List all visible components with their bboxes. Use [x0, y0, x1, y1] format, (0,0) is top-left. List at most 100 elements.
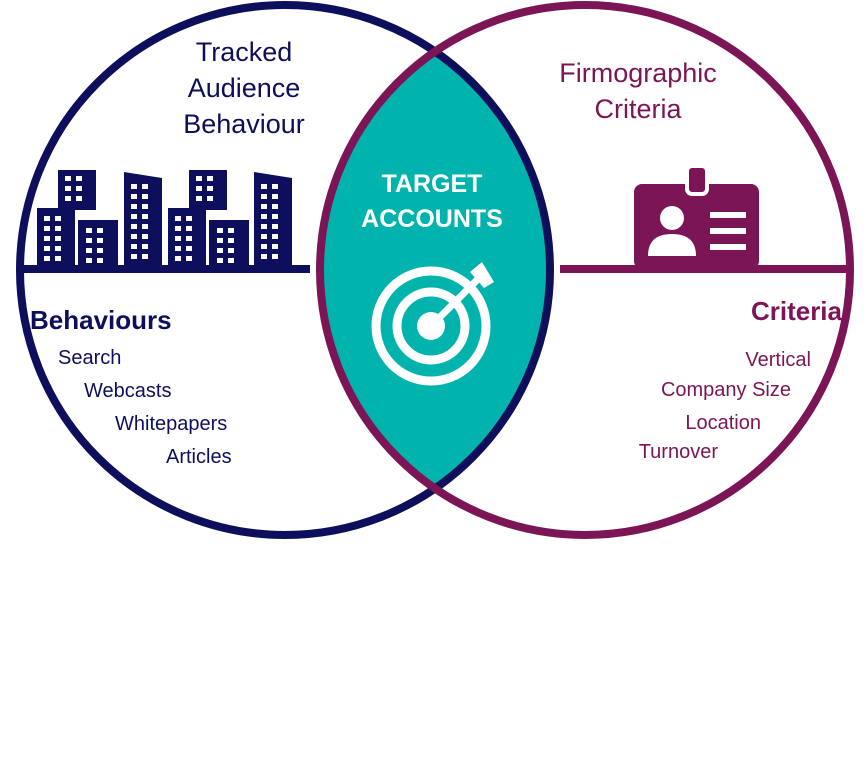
building-window: [272, 184, 278, 189]
building-window: [131, 254, 137, 259]
building-window: [142, 184, 148, 189]
building-window: [142, 254, 148, 259]
building-window: [44, 256, 50, 261]
building-window: [217, 228, 223, 233]
building-window: [44, 216, 50, 221]
building-window: [228, 248, 234, 253]
building-window: [186, 256, 192, 261]
building-window: [131, 224, 137, 229]
building-window: [65, 176, 71, 181]
building-window: [175, 216, 181, 221]
building-window: [175, 226, 181, 231]
building-window: [207, 176, 213, 181]
building-window: [44, 236, 50, 241]
building-window: [76, 176, 82, 181]
building-window: [186, 226, 192, 231]
left-title-line-3: Behaviour: [183, 109, 305, 139]
building-window: [272, 224, 278, 229]
building-window: [261, 184, 267, 189]
building-window: [97, 228, 103, 233]
behaviour-item: Webcasts: [84, 380, 171, 402]
building-window: [142, 234, 148, 239]
right-title-line-2: Criteria: [594, 94, 682, 124]
building-window: [207, 196, 213, 201]
building-window: [272, 214, 278, 219]
building-window: [76, 196, 82, 201]
building-window: [142, 224, 148, 229]
building-window: [131, 184, 137, 189]
building-window: [228, 238, 234, 243]
building-window: [186, 246, 192, 251]
building-window: [261, 224, 267, 229]
building-window: [142, 194, 148, 199]
building-window: [196, 196, 202, 201]
behaviour-item: Whitepapers: [115, 413, 227, 435]
id-badge-icon: [634, 164, 759, 269]
building-window: [142, 214, 148, 219]
building-window: [186, 216, 192, 221]
building-window: [272, 234, 278, 239]
building-window: [86, 228, 92, 233]
building-window: [261, 244, 267, 249]
building-window: [55, 256, 61, 261]
building-window: [142, 244, 148, 249]
building-window: [175, 256, 181, 261]
building-window: [86, 258, 92, 263]
left-title-line-2: Audience: [188, 73, 301, 103]
building-window: [272, 244, 278, 249]
behaviour-item: Search: [58, 347, 121, 369]
building-window: [261, 204, 267, 209]
building-window: [131, 244, 137, 249]
building-window: [175, 236, 181, 241]
center-title-line-2: ACCOUNTS: [361, 205, 503, 233]
building-window: [131, 234, 137, 239]
building-window: [131, 214, 137, 219]
criteria-item: Turnover: [639, 441, 719, 463]
building-window: [261, 194, 267, 199]
building-window: [97, 238, 103, 243]
building-window: [44, 246, 50, 251]
building-window: [175, 246, 181, 251]
left-circle: [16, 1, 554, 539]
building-window: [97, 258, 103, 263]
behaviours-heading: Behaviours: [30, 305, 172, 335]
building-window: [217, 248, 223, 253]
building-window: [272, 194, 278, 199]
building-window: [228, 228, 234, 233]
building-window: [142, 204, 148, 209]
building-window: [261, 234, 267, 239]
criteria-item: Location: [685, 412, 761, 434]
building-window: [217, 238, 223, 243]
building-window: [196, 176, 202, 181]
building-window: [55, 246, 61, 251]
building-window: [97, 248, 103, 253]
behaviour-item: Articles: [166, 446, 232, 468]
building-window: [86, 238, 92, 243]
building-window: [65, 196, 71, 201]
building-window: [261, 214, 267, 219]
target-accounts-lens: [320, 5, 550, 535]
building-window: [261, 254, 267, 259]
criteria-item: Vertical: [745, 349, 811, 371]
building-window: [207, 186, 213, 191]
right-title-line-1: Firmographic: [559, 58, 717, 88]
right-circle: [316, 1, 854, 539]
left-title-line-1: Tracked: [196, 37, 293, 67]
city-buildings-icon: [37, 170, 292, 266]
criteria-heading: Criteria: [751, 296, 843, 326]
building-window: [55, 216, 61, 221]
building-window: [196, 186, 202, 191]
center-title-line-1: TARGET: [382, 170, 483, 198]
building-window: [186, 236, 192, 241]
building-windows: [44, 176, 278, 263]
building-window: [76, 186, 82, 191]
building-window: [44, 226, 50, 231]
criteria-item: Company Size: [661, 379, 791, 401]
building-window: [55, 236, 61, 241]
building-window: [272, 204, 278, 209]
target-arrow-icon: [371, 262, 494, 386]
building-window: [272, 254, 278, 259]
building-window: [131, 204, 137, 209]
building-window: [217, 258, 223, 263]
